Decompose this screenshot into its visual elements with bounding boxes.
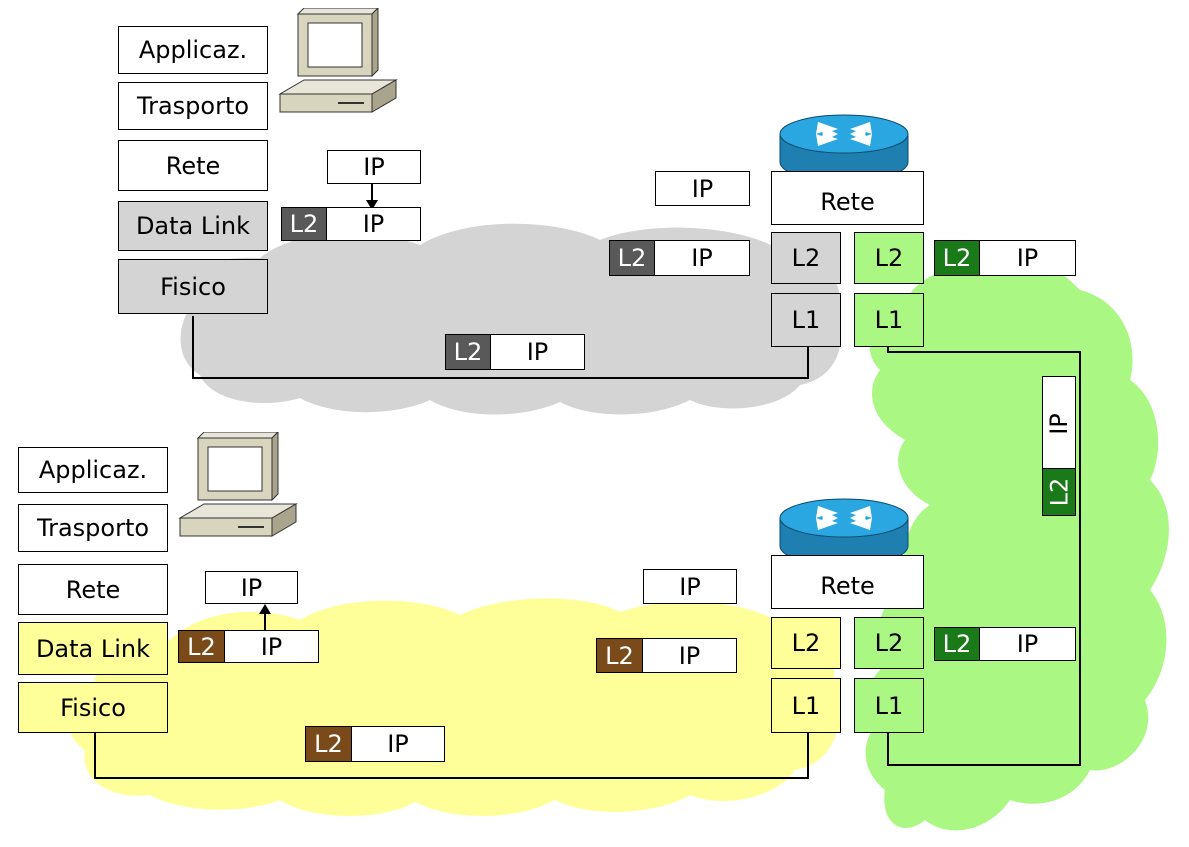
- computer-icon: [278, 8, 398, 113]
- ip-payload: IP: [678, 641, 701, 670]
- top-router-ip-packet: IP: [655, 171, 750, 206]
- bottom-router-in-frame: L2 IP: [596, 638, 737, 673]
- top-layer-transport: Trasporto: [118, 82, 268, 130]
- l2-header: L2: [935, 241, 980, 275]
- l2-header: L2: [282, 208, 327, 240]
- l2-header: L2: [935, 628, 980, 660]
- bottom-router-right-l2: L2: [854, 617, 924, 669]
- ip-payload: IP: [1016, 244, 1039, 272]
- router-icon: [779, 498, 909, 567]
- bottom-layer-datalink: Data Link: [18, 622, 168, 675]
- top-router-in-frame: L2 IP: [609, 240, 750, 276]
- bottom-layer-application: Applicaz.: [18, 447, 168, 493]
- top-router-left-l2: L2: [771, 232, 841, 284]
- l2-header: L2: [306, 727, 352, 761]
- router-icon: [779, 114, 909, 183]
- l2-header: L2: [446, 335, 491, 369]
- ip-payload: IP: [1016, 630, 1039, 658]
- l2-header: L2: [597, 639, 643, 672]
- link-top: [192, 316, 809, 379]
- arrow-up-head: [259, 604, 271, 614]
- top-layer-physical: Fisico: [118, 259, 268, 314]
- bottom-router-network-layer: Rete: [771, 555, 924, 609]
- top-router-out-frame: L2 IP: [934, 240, 1076, 276]
- top-router-left-l1: L1: [771, 293, 841, 347]
- bottom-router-ip-packet: IP: [643, 569, 737, 604]
- top-router-network-layer: Rete: [771, 171, 924, 225]
- l2-header: L2: [610, 241, 655, 275]
- bottom-host-frame: L2 IP: [178, 630, 319, 663]
- ip-payload: IP: [1045, 413, 1073, 435]
- top-layer-application: Applicaz.: [118, 26, 268, 74]
- top-link-frame: L2 IP: [445, 334, 585, 370]
- top-host-ip-packet: IP: [327, 150, 421, 184]
- ip-payload: IP: [526, 338, 549, 366]
- link-bottom: [94, 733, 809, 779]
- l2-header: L2: [179, 631, 225, 662]
- top-router-right-l2: L2: [854, 232, 924, 284]
- top-router-right-l1: L1: [854, 293, 924, 347]
- bottom-layer-network: Rete: [18, 564, 168, 615]
- green-link-frame: IP L2: [1042, 376, 1076, 516]
- ip-payload: IP: [260, 632, 283, 661]
- arrow-down-head: [366, 200, 378, 210]
- bottom-link-frame: L2 IP: [305, 726, 445, 762]
- bottom-router-left-l2: L2: [771, 617, 841, 669]
- bottom-router-right-l1: L1: [854, 678, 924, 733]
- ip-payload: IP: [387, 730, 409, 758]
- bottom-router-left-l1: L1: [771, 678, 841, 733]
- top-layer-datalink: Data Link: [118, 201, 268, 251]
- bottom-layer-physical: Fisico: [18, 682, 168, 733]
- bottom-layer-transport: Trasporto: [18, 504, 168, 552]
- top-layer-network: Rete: [118, 140, 268, 191]
- ip-payload: IP: [691, 244, 713, 272]
- link-green-bottom: [887, 733, 946, 766]
- l2-header: L2: [1043, 468, 1075, 515]
- ip-payload: IP: [362, 210, 385, 238]
- bottom-host-ip-packet: IP: [205, 571, 298, 604]
- bottom-router-out-frame: L2 IP: [934, 627, 1076, 661]
- green-cloud: [865, 249, 1169, 831]
- computer-icon: [178, 432, 298, 537]
- top-host-frame: L2 IP: [281, 207, 421, 241]
- link-green: [887, 347, 1081, 766]
